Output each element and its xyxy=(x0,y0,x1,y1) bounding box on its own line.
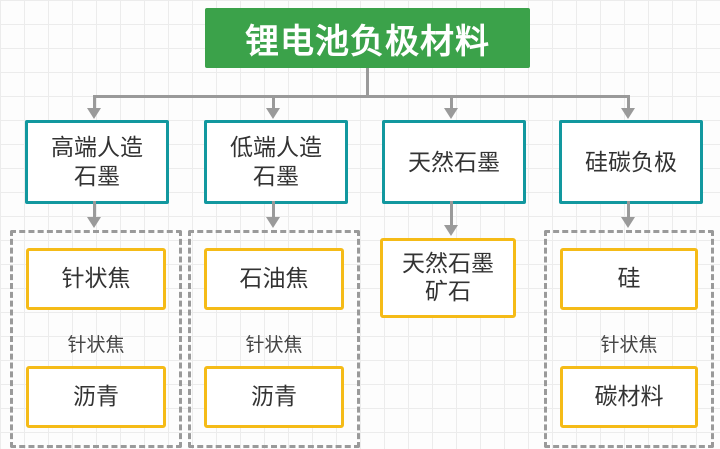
node-natural-graphite: 天然石墨 xyxy=(382,120,526,204)
branch-spread-connector xyxy=(93,95,630,98)
label-needle-coke: 针状焦 xyxy=(67,334,125,356)
label-needle-coke: 针状焦 xyxy=(245,334,303,356)
branch4-arrowhead-icon xyxy=(621,108,635,119)
group1-connector xyxy=(93,201,96,218)
group3-arrowhead-icon xyxy=(444,225,458,236)
node-silicon-carbon-anode: 硅碳负极 xyxy=(559,120,703,204)
leaf-petroleum-coke: 石油焦 xyxy=(204,248,344,310)
leaf-pitch: 沥青 xyxy=(26,366,166,428)
leaf-carbon-material: 碳材料 xyxy=(560,366,698,428)
node-low-end-artificial-graphite: 低端人造 石墨 xyxy=(204,120,348,204)
branch3-arrowhead-icon xyxy=(444,108,458,119)
branch3-drop-connector xyxy=(450,95,453,109)
branch1-arrowhead-icon xyxy=(87,108,101,119)
group3-connector xyxy=(450,201,453,226)
group4-arrowhead-icon xyxy=(621,217,635,228)
group-silicon-carbon-anode: 硅 针状焦 碳材料 xyxy=(544,230,714,448)
group2-arrowhead-icon xyxy=(266,217,280,228)
group1-arrowhead-icon xyxy=(87,217,101,228)
group4-connector xyxy=(627,201,630,218)
leaf-needle-coke: 针状焦 xyxy=(26,248,166,310)
group2-connector xyxy=(272,201,275,218)
group-high-end-artificial-graphite: 针状焦 针状焦 沥青 xyxy=(10,230,182,448)
leaf-pitch: 沥青 xyxy=(204,366,344,428)
branch2-arrowhead-icon xyxy=(266,108,280,119)
branch4-drop-connector xyxy=(627,95,630,109)
branch1-drop-connector xyxy=(93,95,96,109)
branch2-drop-connector xyxy=(272,95,275,109)
leaf-natural-graphite-ore: 天然石墨 矿石 xyxy=(380,238,516,318)
leaf-silicon: 硅 xyxy=(560,248,698,310)
root-stem-connector xyxy=(366,68,369,96)
group-low-end-artificial-graphite: 石油焦 针状焦 沥青 xyxy=(188,230,360,448)
root-node-title: 锂电池负极材料 xyxy=(205,8,530,68)
node-high-end-artificial-graphite: 高端人造 石墨 xyxy=(25,120,169,204)
label-needle-coke: 针状焦 xyxy=(600,334,658,356)
